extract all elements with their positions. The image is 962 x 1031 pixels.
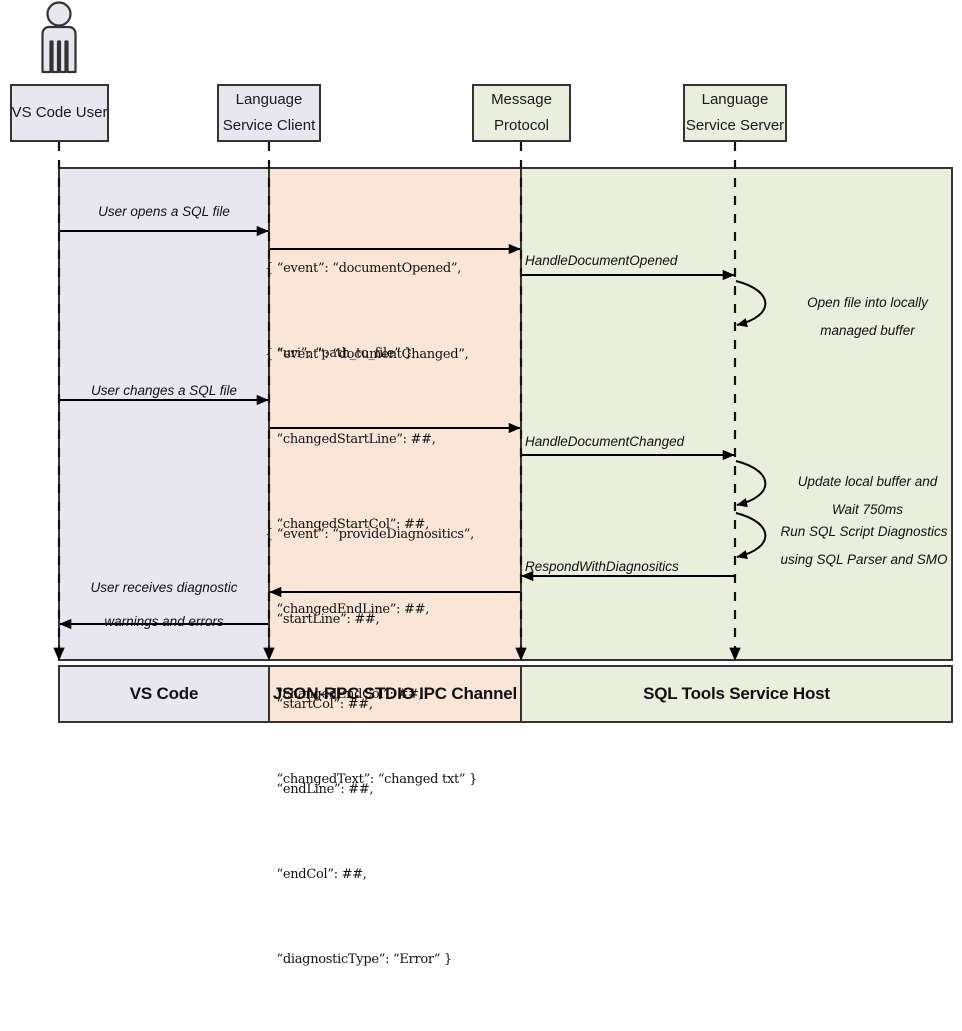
- message-label-line: User opens a SQL file: [98, 204, 230, 219]
- message-arrows: [59, 225, 735, 630]
- lifeline-header-line: Service Client: [222, 117, 316, 134]
- json-payload-provide-diagnostics: { “event”: “provideDiagnositics”, “start…: [265, 464, 474, 1031]
- message-label-line: User changes a SQL file: [90, 383, 238, 398]
- json-line: { “event”: “provideDiagnositics”,: [265, 526, 474, 542]
- footer-backgrounds: [58, 665, 953, 723]
- json-line: “endLine”: ##,: [265, 781, 374, 797]
- self-arc-open-file-into-buffer: [735, 280, 767, 328]
- footer-label-json-rpc: JSON-RPC STDIO IPC Channel: [269, 666, 521, 722]
- vs-code-user-actor-icon: [41, 1, 77, 74]
- band-vs-code: [58, 167, 270, 661]
- lifeline-header-line: Protocol: [493, 117, 550, 134]
- self-note-line: Wait 750ms: [831, 502, 904, 518]
- self-note-line: Run SQL Script Diagnostics: [780, 524, 948, 539]
- sequence-diagram: VS Code User Language Service Client Mes…: [10, 1, 962, 967]
- lifeline-header-vs-code-user[interactable]: VS Code User: [10, 84, 109, 142]
- message-label-line: RespondWithDiagnositics: [525, 559, 679, 574]
- lifeline-header-message-protocol[interactable]: Message Protocol: [472, 84, 571, 142]
- self-note-line: using SQL Parser and SMO: [780, 552, 948, 568]
- json-line: { “event”: “documentChanged”,: [265, 346, 469, 362]
- json-line: “changedEndLine”: ##,: [265, 601, 430, 617]
- footer-json-rpc: [268, 665, 522, 723]
- lifeline-header-line: VS Code User: [11, 103, 108, 121]
- footer-label-vs-code: VS Code: [59, 666, 269, 722]
- message-label-user-receives-diagnostics: User receives diagnostic warnings and er…: [59, 571, 269, 640]
- lifeline-header-language-service-client[interactable]: Language Service Client: [217, 84, 321, 142]
- lifelines: [53, 142, 741, 661]
- footer-label-text: VS Code: [129, 684, 199, 703]
- json-line: “diagnosticType”: “Error” }: [265, 951, 452, 967]
- text-layer: VS Code User Language Service Client Mes…: [10, 84, 962, 967]
- self-call-arcs: [735, 280, 767, 560]
- lifeline-header-language-service-server[interactable]: Language Service Server: [683, 84, 787, 142]
- json-line: “uri”: “path_to_file” }: [265, 345, 413, 361]
- lifeline-header-line: Service Server: [685, 117, 785, 134]
- json-line: “endCol”: ##,: [265, 866, 367, 882]
- footer-label-sql-tools-service-host: SQL Tools Service Host: [521, 666, 952, 722]
- json-line: “changedStartLine”: ##,: [265, 431, 436, 447]
- self-note-line: Open file into locally: [807, 295, 928, 310]
- self-arc-run-sql-script-diagnostics: [735, 512, 767, 560]
- message-label-line: HandleDocumentChanged: [525, 434, 685, 449]
- json-line: “changedEndCol”: ##,: [265, 686, 423, 702]
- message-label-user-changes-sql-file: User changes a SQL file: [59, 381, 269, 402]
- message-label-line: warnings and errors: [104, 614, 224, 630]
- self-note-update-buffer-wait: Update local buffer and Wait 750ms: [775, 468, 960, 525]
- json-line: “changedStartCol”: ##,: [265, 516, 429, 532]
- json-line: “startCol”: ##,: [265, 696, 373, 712]
- message-label-line: HandleDocumentOpened: [525, 253, 678, 268]
- self-arc-update-buffer-wait: [735, 460, 767, 508]
- footer-label-text: SQL Tools Service Host: [643, 684, 830, 703]
- footer-sql-tools-service: [520, 665, 953, 723]
- lifeline-header-line: Language: [235, 90, 303, 108]
- message-label-user-opens-sql-file: User opens a SQL file: [59, 202, 269, 223]
- message-label-handle-document-opened: HandleDocumentOpened: [525, 251, 735, 272]
- message-label-line: User receives diagnostic: [90, 580, 238, 595]
- self-note-line: Update local buffer and: [797, 474, 938, 489]
- message-label-handle-document-changed: HandleDocumentChanged: [525, 432, 740, 453]
- self-note-run-sql-script-diagnostics: Run SQL Script Diagnostics using SQL Par…: [766, 518, 962, 575]
- diagram-canvas: [41, 1, 953, 723]
- footer-label-text: JSON-RPC STDIO IPC Channel: [272, 684, 518, 703]
- json-payload-document-opened: { “event”: “documentOpened”, “uri”: “pat…: [265, 198, 461, 425]
- lifeline-header-line: Language: [701, 90, 769, 108]
- lifeline-header-line: Message: [491, 90, 552, 108]
- message-label-respond-with-diagnostics: RespondWithDiagnositics: [525, 557, 740, 578]
- self-note-line: managed buffer: [820, 323, 915, 339]
- self-note-open-file-into-buffer: Open file into locally managed buffer: [775, 289, 960, 346]
- json-line: “startLine”: ##,: [265, 611, 380, 627]
- json-line: { “event”: “documentOpened”,: [265, 260, 462, 276]
- band-sql-tools-service: [520, 167, 953, 661]
